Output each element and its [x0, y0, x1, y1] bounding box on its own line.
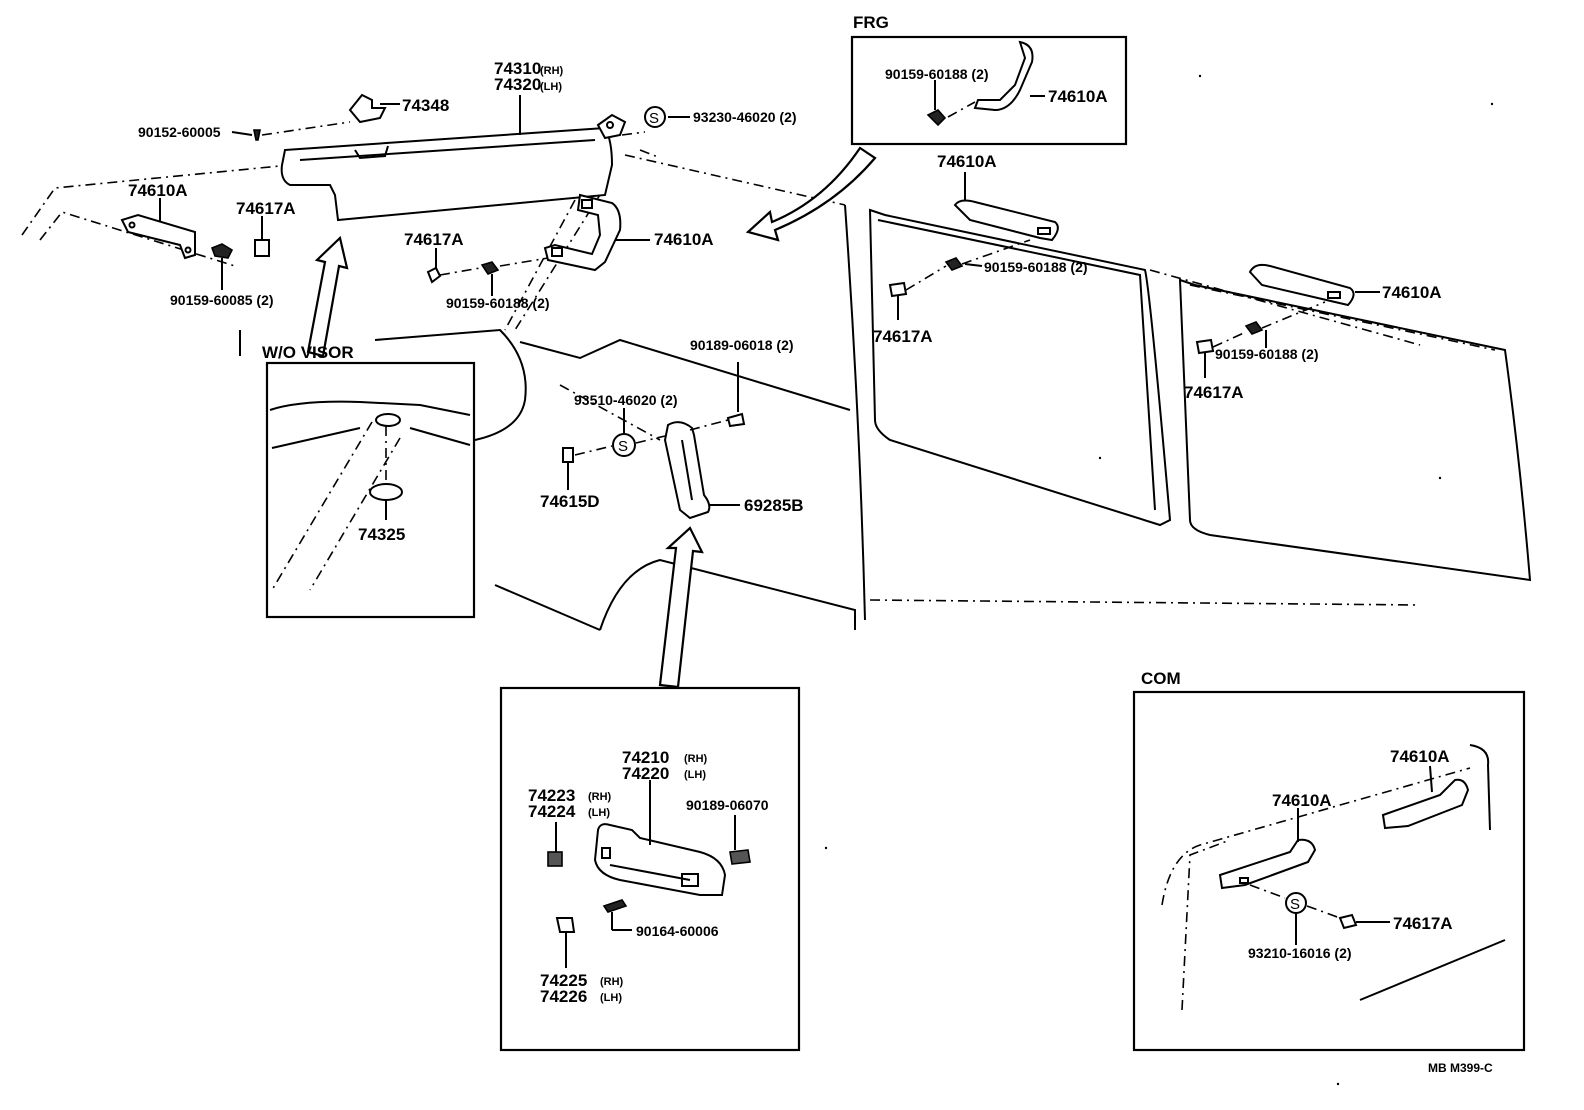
clip-90189-06018	[726, 362, 746, 428]
labels: 74310 (RH) 74320 (LH) 74348 90152-60005 …	[128, 13, 1493, 1075]
label-74615D: 74615D	[540, 492, 600, 511]
label-90159-right1: 90159-60188 (2)	[984, 259, 1088, 275]
label-74226-sfx: (LH)	[600, 992, 622, 1004]
label-74610A-right1: 74610A	[937, 152, 997, 171]
label-74610A-left: 74610A	[128, 181, 188, 200]
svg-text:S: S	[649, 110, 659, 127]
label-74320: 74320	[494, 75, 541, 94]
label-74617A-right1: 74617A	[873, 327, 933, 346]
label-90189-06070: 90189-06070	[686, 797, 769, 813]
frg-box	[850, 35, 1128, 146]
label-90152: 90152-60005	[138, 124, 221, 140]
clip-74617A-right2	[1195, 331, 1247, 378]
label-74617A-left: 74617A	[236, 199, 296, 218]
clip-74615D	[562, 447, 574, 490]
label-frg-90159: 90159-60188 (2)	[885, 66, 989, 82]
label-69285B: 69285B	[744, 496, 804, 515]
label-90159-right2: 90159-60188 (2)	[1215, 346, 1319, 362]
label-93510: 93510-46020 (2)	[574, 392, 678, 408]
screw-90159-mid	[480, 257, 549, 296]
label-74610A-mid: 74610A	[654, 230, 714, 249]
label-90189-06018: 90189-06018 (2)	[690, 337, 794, 353]
label-74325: 74325	[358, 525, 405, 544]
clip-74617A-left	[254, 216, 270, 257]
label-74220: 74220	[622, 764, 669, 783]
body-outline	[21, 154, 1532, 631]
label-74320-sfx: (LH)	[540, 81, 562, 93]
footer-code: MB M399-C	[1428, 1061, 1493, 1075]
com-box: S	[1132, 690, 1526, 1052]
label-74225: 74225	[540, 971, 587, 990]
assist-grip-right2	[1248, 263, 1380, 307]
label-com-74610A-a: 74610A	[1390, 747, 1450, 766]
label-74617A-right2: 74617A	[1184, 383, 1244, 402]
label-74210-sfx: (RH)	[684, 753, 708, 765]
assist-grip-left	[120, 198, 196, 260]
arrow-to-lower-box	[658, 526, 704, 689]
label-74610A-right2: 74610A	[1382, 283, 1442, 302]
label-74348: 74348	[402, 96, 449, 115]
label-74224: 74224	[528, 802, 576, 821]
label-74310: 74310	[494, 59, 541, 78]
parts-diagram: S	[21, 13, 1532, 1086]
label-74223-sfx: (RH)	[588, 791, 612, 803]
label-74223: 74223	[528, 786, 575, 805]
screw-90152	[231, 121, 351, 141]
label-90159-60085: 90159-60085 (2)	[170, 292, 274, 308]
header-frg: FRG	[853, 13, 889, 32]
assist-grip-mid	[543, 193, 650, 272]
svg-text:S: S	[1290, 896, 1300, 913]
label-74617A-mid: 74617A	[404, 230, 464, 249]
label-com-74617A: 74617A	[1393, 914, 1453, 933]
label-90164: 90164-60006	[636, 923, 719, 939]
lower-box	[499, 686, 801, 1052]
clip-74617A-mid	[426, 248, 481, 284]
svg-text:S: S	[618, 438, 628, 455]
arrow-to-wo-visor	[306, 235, 349, 358]
label-74220-sfx: (LH)	[684, 769, 706, 781]
label-com-93210: 93210-16016 (2)	[1248, 945, 1352, 961]
header-wo-visor: W/O VISOR	[262, 343, 354, 362]
label-93230: 93230-46020 (2)	[693, 109, 797, 125]
assist-grip-right1	[953, 172, 1059, 242]
arrow-from-frg	[745, 146, 877, 242]
label-74226: 74226	[540, 987, 587, 1006]
label-74210: 74210	[622, 748, 669, 767]
specks	[824, 74, 1494, 1086]
label-74310-sfx: (RH)	[540, 65, 564, 77]
clip-74617A-right1	[888, 265, 947, 320]
grip-69285B	[663, 419, 740, 520]
label-74224-sfx: (LH)	[588, 807, 610, 819]
sun-visor	[280, 113, 627, 222]
label-74225-sfx: (RH)	[600, 976, 624, 988]
s-mark-93510: S	[574, 408, 666, 457]
s-mark-93230: S	[621, 106, 690, 158]
label-com-74610A-b: 74610A	[1272, 791, 1332, 810]
label-frg-74610A: 74610A	[1048, 87, 1108, 106]
label-90159-mid: 90159-60188 (2)	[446, 295, 550, 311]
wo-visor-box	[265, 361, 476, 619]
header-com: COM	[1141, 669, 1181, 688]
screw-90159-60085	[210, 243, 234, 290]
visor-hook-74348	[348, 93, 400, 124]
screw-90159-right1	[944, 239, 1031, 271]
screw-90159-right2	[1244, 301, 1326, 348]
